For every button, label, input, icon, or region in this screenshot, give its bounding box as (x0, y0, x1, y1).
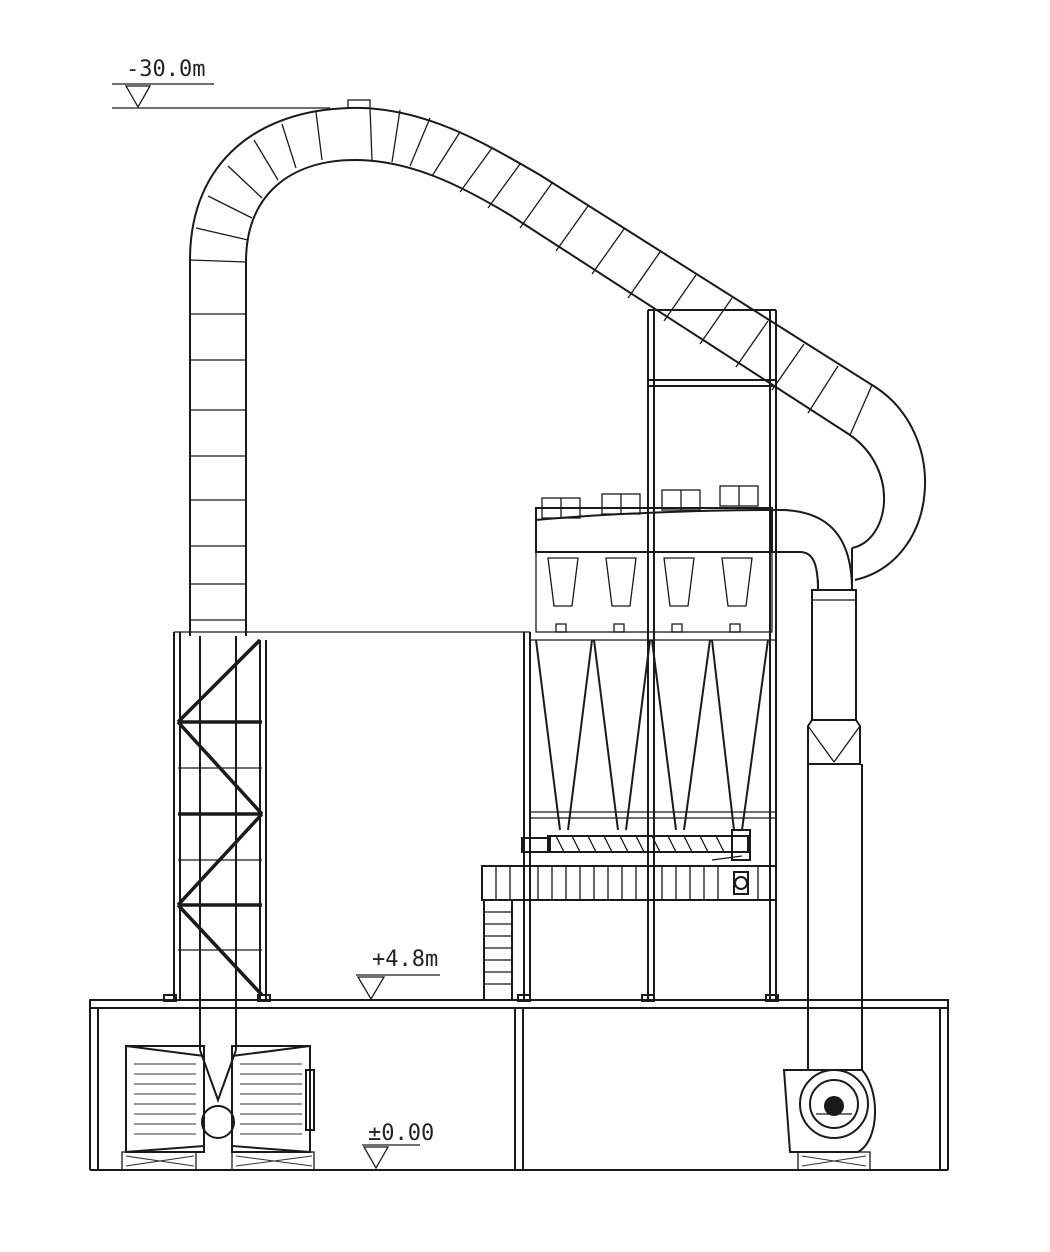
stair (483, 899, 513, 1001)
left-support-truss (173, 632, 267, 1000)
exhaust-fan (782, 1069, 877, 1171)
right-exhaust-duct (807, 580, 863, 1070)
bag-filter-top (535, 485, 853, 633)
elevation-label-ground: ±0.00 (368, 1121, 434, 1146)
elevation-label-top: -30.0m (126, 57, 205, 82)
arched-duct (189, 99, 926, 581)
screw-conveyor (521, 829, 751, 895)
elevation-marker-top: -30.0m (112, 57, 330, 109)
elevation-marker-platform: +4.8m (356, 947, 440, 1001)
platform-with-railing (481, 865, 777, 901)
cyclone-hoppers (535, 557, 769, 831)
elevation-label-platform: +4.8m (372, 947, 438, 972)
structure-frame (174, 309, 777, 1000)
left-vertical-duct (189, 260, 247, 1050)
ground-floor (89, 994, 949, 1171)
crusher-unit (121, 1045, 315, 1171)
elevation-marker-ground: ±0.00 (362, 1121, 434, 1170)
